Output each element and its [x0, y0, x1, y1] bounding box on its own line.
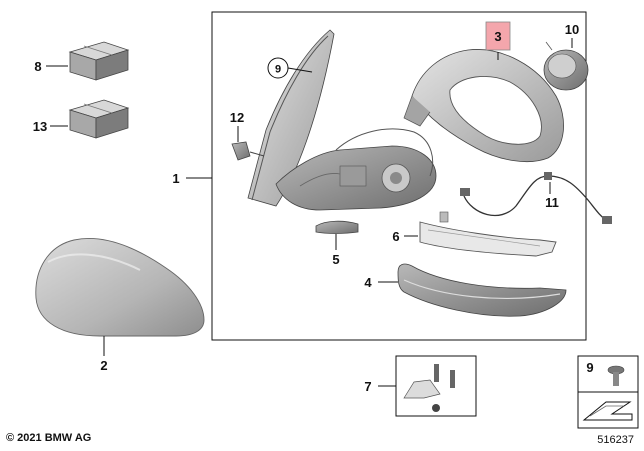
- callout-10: 10: [565, 22, 579, 37]
- callout-7: 7: [364, 379, 371, 394]
- callout-9-small: 9: [586, 360, 593, 375]
- part-4-turn-signal: [397, 263, 567, 317]
- part-11-wiring-harness: [460, 172, 612, 224]
- callout-6: 6: [392, 229, 399, 244]
- callout-11: 11: [545, 195, 559, 210]
- callout-5: 5: [332, 252, 339, 267]
- part-10-motor: [543, 41, 589, 91]
- callout-3: 3: [494, 29, 501, 44]
- part-3-mirror-frame: [403, 49, 564, 163]
- part-13-block: [68, 99, 130, 139]
- part-6-light-guide: [419, 211, 557, 257]
- part-9-screw-icon: [607, 365, 625, 386]
- part-8-block: [68, 41, 130, 81]
- callout-4: 4: [364, 275, 372, 290]
- callout-13: 13: [33, 119, 47, 134]
- callout-9-circle: [267, 57, 289, 79]
- callout-9: 9: [275, 64, 281, 76]
- part-2-mirror-cap: [35, 238, 205, 337]
- arrow-icon: [582, 401, 633, 421]
- copyright-notice: © 2021 BMW AG: [6, 432, 92, 444]
- document-number: 516237: [597, 434, 634, 446]
- callout-1: 1: [172, 171, 179, 186]
- callout-8: 8: [34, 59, 41, 74]
- callout-3-highlight: [485, 21, 511, 51]
- part-7-screws-and-bracket: [403, 364, 455, 412]
- part-12-clip: [231, 141, 265, 161]
- callout-12: 12: [230, 110, 244, 125]
- part-5-bracket: [315, 220, 359, 234]
- main-assembly-frame: [211, 11, 587, 341]
- part-1-mirror-base: [275, 128, 437, 211]
- callout-2: 2: [100, 358, 107, 373]
